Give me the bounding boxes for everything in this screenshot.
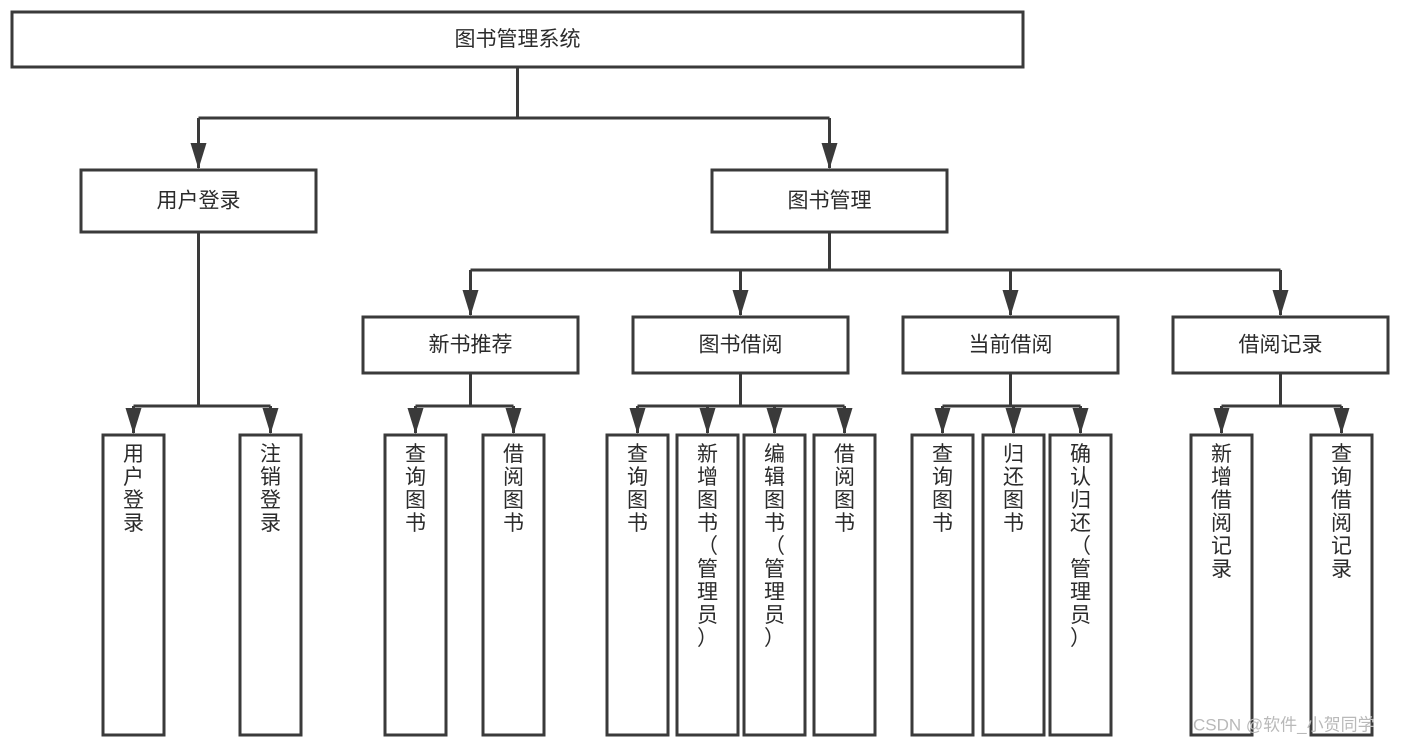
arrow-leaf-add-record [1213, 408, 1230, 434]
arrow-leaf-user-logout [262, 408, 279, 434]
node-leaf-user-logout[interactable]: 注销登录 [238, 433, 303, 737]
node-label-leaf-query-book-2: 查询图书 [627, 443, 648, 535]
node-label-leaf-add-book: 新增图书（管理员） [697, 443, 718, 650]
arrow-leaf-query-book-1 [407, 408, 424, 434]
arrow-leaf-confirm-return [1072, 408, 1089, 434]
node-box-leaf-user-logout [238, 433, 303, 737]
arrow-leaf-query-record [1333, 408, 1350, 434]
arrow-leaf-query-book-2 [629, 408, 646, 434]
arrow-user-login [190, 143, 207, 169]
node-box-leaf-add-record [1189, 433, 1254, 737]
node-label-leaf-confirm-return: 确认归还（管理员） [1070, 443, 1091, 650]
node-leaf-confirm-return[interactable]: 确认归还（管理员） [1048, 433, 1113, 737]
node-label-leaf-query-book-1: 查询图书 [405, 443, 426, 535]
csdn-watermark: CSDN @软件_小贺同学 [1193, 715, 1375, 734]
node-layer: 图书管理系统用户登录图书管理新书推荐图书借阅当前借阅借阅记录用户登录注销登录查询… [10, 10, 1390, 737]
node-leaf-query-book-1[interactable]: 查询图书 [383, 433, 448, 737]
node-label-leaf-user-login: 用户登录 [123, 443, 144, 535]
node-box-leaf-edit-book [742, 433, 807, 737]
node-box-user-login [79, 168, 318, 234]
node-undefined[interactable]: 图书管理系统 [10, 10, 1025, 69]
node-box-leaf-query-book-2 [605, 433, 670, 737]
node-label-leaf-edit-book: 编辑图书（管理员） [764, 443, 785, 650]
node-box-book-manage [710, 168, 949, 234]
node-box-borrow-record [1171, 315, 1390, 375]
node-label-leaf-query-record: 查询借阅记录 [1331, 443, 1352, 581]
arrow-leaf-user-login [125, 408, 142, 434]
node-box-leaf-confirm-return [1048, 433, 1113, 737]
connector-layer [125, 67, 1350, 434]
node-label-leaf-borrow-book-1: 借阅图书 [503, 443, 524, 535]
arrow-leaf-borrow-book-2 [836, 408, 853, 434]
node-box-leaf-borrow-book-1 [481, 433, 546, 737]
node-label-undefined: 图书管理系统 [455, 28, 581, 51]
node-leaf-borrow-book-2[interactable]: 借阅图书 [812, 433, 877, 737]
node-label-leaf-query-book-3: 查询图书 [932, 443, 953, 535]
node-borrow-record[interactable]: 借阅记录 [1171, 315, 1390, 375]
node-leaf-query-book-3[interactable]: 查询图书 [910, 433, 975, 737]
node-label-leaf-add-record: 新增借阅记录 [1211, 443, 1232, 581]
node-leaf-user-login[interactable]: 用户登录 [101, 433, 166, 737]
node-label-current-borrow: 当前借阅 [969, 334, 1053, 357]
node-box-leaf-return-book [981, 433, 1046, 737]
node-current-borrow[interactable]: 当前借阅 [901, 315, 1120, 375]
node-label-leaf-return-book: 归还图书 [1003, 443, 1024, 535]
node-leaf-edit-book[interactable]: 编辑图书（管理员） [742, 433, 807, 737]
node-box-leaf-user-login [101, 433, 166, 737]
node-label-book-manage: 图书管理 [788, 190, 872, 213]
node-label-leaf-borrow-book-2: 借阅图书 [834, 443, 855, 535]
node-user-login[interactable]: 用户登录 [79, 168, 318, 234]
arrow-book-manage [821, 143, 838, 169]
node-box-new-book-recommend [361, 315, 580, 375]
arrow-leaf-edit-book [766, 408, 783, 434]
node-leaf-add-record[interactable]: 新增借阅记录 [1189, 433, 1254, 737]
node-leaf-query-record[interactable]: 查询借阅记录 [1309, 433, 1374, 737]
node-leaf-return-book[interactable]: 归还图书 [981, 433, 1046, 737]
arrow-leaf-query-book-3 [934, 408, 951, 434]
node-label-leaf-user-logout: 注销登录 [260, 443, 281, 535]
node-box-undefined [10, 10, 1025, 69]
node-box-leaf-query-record [1309, 433, 1374, 737]
node-new-book-recommend[interactable]: 新书推荐 [361, 315, 580, 375]
node-label-borrow-record: 借阅记录 [1239, 334, 1323, 357]
node-label-new-book-recommend: 新书推荐 [429, 334, 513, 357]
node-box-current-borrow [901, 315, 1120, 375]
node-leaf-borrow-book-1[interactable]: 借阅图书 [481, 433, 546, 737]
node-leaf-add-book[interactable]: 新增图书（管理员） [675, 433, 740, 737]
arrow-leaf-return-book [1005, 408, 1022, 434]
node-label-book-borrow: 图书借阅 [699, 334, 783, 357]
node-label-user-login: 用户登录 [157, 190, 241, 213]
arrow-book-borrow [732, 290, 749, 316]
node-box-leaf-query-book-1 [383, 433, 448, 737]
arrow-new-book-recommend [462, 290, 479, 316]
arrow-leaf-add-book [699, 408, 716, 434]
arrow-leaf-borrow-book-1 [505, 408, 522, 434]
node-box-leaf-query-book-3 [910, 433, 975, 737]
node-box-leaf-add-book [675, 433, 740, 737]
node-box-book-borrow [631, 315, 850, 375]
node-book-borrow[interactable]: 图书借阅 [631, 315, 850, 375]
node-leaf-query-book-2[interactable]: 查询图书 [605, 433, 670, 737]
arrow-current-borrow [1002, 290, 1019, 316]
node-book-manage[interactable]: 图书管理 [710, 168, 949, 234]
node-box-leaf-borrow-book-2 [812, 433, 877, 737]
arrow-borrow-record [1272, 290, 1289, 316]
